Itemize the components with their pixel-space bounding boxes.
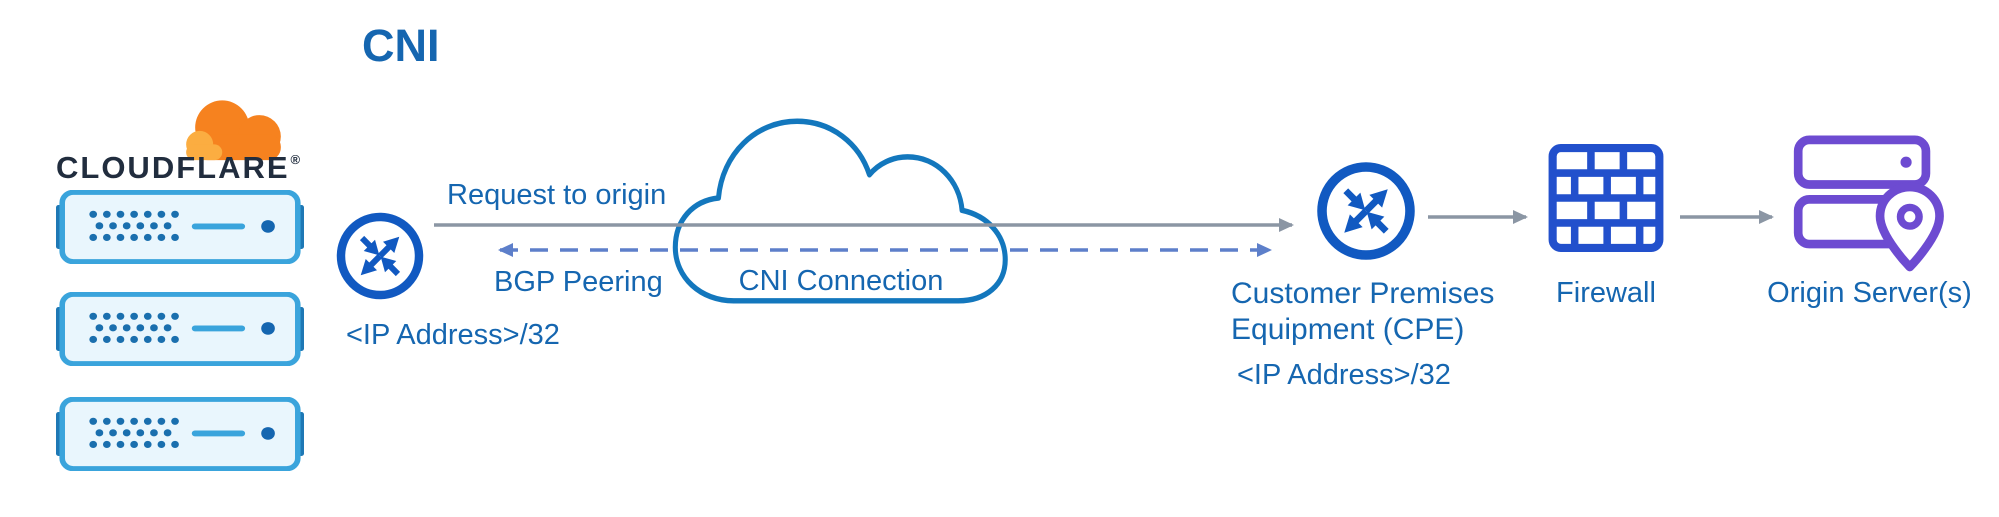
bgp-peering-label: BGP Peering: [494, 266, 663, 298]
diagram-title: CNI: [362, 20, 440, 71]
cpe-label-line2: Equipment (CPE): [1231, 313, 1465, 346]
cloudflare-wordmark-text: CLOUDFLARE: [56, 150, 290, 185]
edge-server-icon: [56, 189, 304, 265]
firewall-label: Firewall: [1556, 277, 1656, 309]
edge-router-icon: [333, 209, 427, 303]
origin-server-icon: [1792, 131, 1947, 274]
edge-router-ip-label: <IP Address>/32: [346, 319, 560, 351]
cloudflare-cloud-icon: [186, 100, 281, 161]
edge-server-icon: [56, 291, 304, 367]
cpe-label-line1: Customer Premises: [1231, 277, 1495, 310]
cpe-ip-label: <IP Address>/32: [1237, 359, 1451, 391]
cloudflare-wordmark: CLOUDFLARE®: [56, 150, 316, 186]
cni-connection-label: CNI Connection: [738, 265, 944, 297]
edge-server-icon: [56, 396, 304, 472]
request-to-origin-label: Request to origin: [447, 179, 667, 211]
firewall-icon: [1548, 142, 1664, 254]
origin-server-label: Origin Server(s): [1767, 277, 1972, 309]
registered-trademark: ®: [290, 152, 301, 167]
cpe-router-icon: [1313, 158, 1419, 264]
